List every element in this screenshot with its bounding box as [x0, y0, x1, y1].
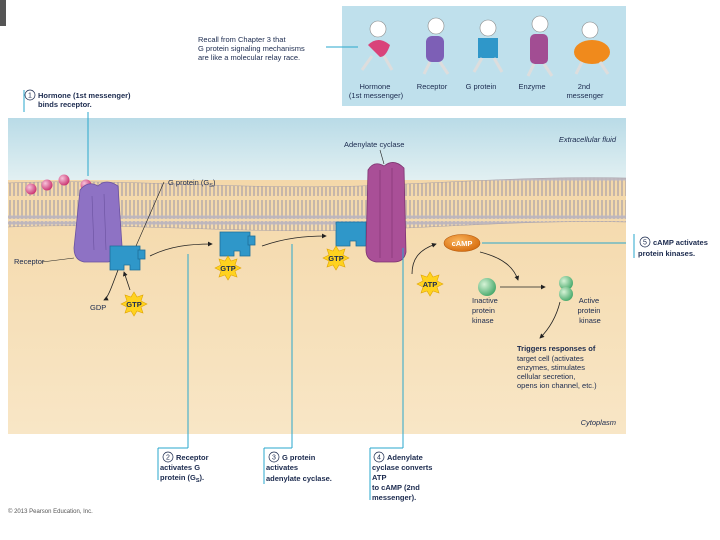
step-1-callout: 1 Hormone (1st messenger)binds receptor. [23, 89, 131, 112]
active-kinase-label: Active protein kinase [577, 296, 602, 325]
svg-text:ATP: ATP [423, 280, 437, 289]
g-protein-1 [109, 245, 146, 271]
runner-label-second-messenger: 2nd messenger [566, 82, 604, 100]
camp-to-kinase-arrow [479, 251, 520, 281]
runner-label-enzyme: Enzyme [518, 82, 545, 91]
gdp-release-arrow [103, 269, 119, 301]
g-protein-move-arrow-1 [149, 241, 213, 257]
corner-marker [0, 0, 6, 26]
svg-text:cAMP: cAMP [452, 239, 473, 248]
g-protein-2 [219, 231, 256, 257]
svg-text:2: 2 [166, 455, 170, 462]
gtp-burst-1: GTP [120, 291, 148, 317]
runner-receptor [422, 17, 450, 75]
copyright-text: © 2013 Pearson Education, Inc. [8, 508, 93, 515]
active-protein-kinase [559, 276, 573, 301]
g-protein-label: G protein (GS) [168, 178, 216, 189]
camp-molecule: cAMP [443, 234, 481, 252]
svg-text:Hormone (1st messenger)binds r: Hormone (1st messenger)binds receptor. [38, 91, 131, 109]
target-cell-responses: Triggers responses of target cell (activ… [517, 344, 597, 390]
gdp-label: GDP [90, 303, 106, 312]
g-protein-label-leader [135, 181, 165, 247]
svg-text:Adenylate cyclase conver: Adenylate cyclase converts ATP to cAMP (… [372, 453, 435, 502]
gtp-bind-arrow [122, 271, 131, 291]
adenylate-cyclase-label: Adenylate cyclase [344, 140, 404, 149]
runner-label-receptor: Receptor [417, 82, 448, 91]
svg-text:3: 3 [272, 455, 276, 462]
svg-text:5: 5 [643, 240, 647, 247]
extracellular-fluid-label: Extracellular fluid [559, 135, 617, 144]
cytoplasm-label: Cytoplasm [581, 418, 616, 427]
svg-text:GTP: GTP [126, 300, 141, 309]
svg-text:4: 4 [377, 455, 381, 462]
g-protein-move-arrow-2 [261, 233, 327, 247]
adenylate-cyclase [365, 162, 407, 263]
svg-text:GTP: GTP [328, 254, 343, 263]
g-protein-3 [335, 221, 367, 247]
runner-hormone [360, 20, 394, 71]
relay-race-panel: Hormone (1st messenger) Receptor G prote… [342, 6, 626, 106]
relay-note: Recall from Chapter 3 that G protein sig… [198, 35, 307, 62]
svg-text:GTP: GTP [220, 264, 235, 273]
svg-text:Receptor activates G: Receptor activates G protein (GS). [160, 453, 211, 484]
receptor-label: Receptor [14, 257, 45, 266]
gtp-burst-3: GTP [322, 245, 350, 271]
step-2-callout: 2 Receptor activates G protein (GS). [157, 447, 211, 484]
inactive-protein-kinase [478, 278, 496, 296]
runner-label-g-protein: G protein [466, 82, 497, 91]
inactive-kinase-label: Inactive protein kinase [472, 296, 500, 325]
extracellular-region [8, 118, 626, 180]
gtp-burst-2: GTP [214, 255, 242, 281]
runner-label-hormone: Hormone (1st messenger) [349, 82, 404, 100]
kinase-response-arrow [539, 301, 561, 339]
svg-text:1: 1 [28, 93, 32, 100]
svg-text:G protein activates: G protein activates adenylate cyclase. [266, 453, 332, 483]
runner-second-messenger [574, 21, 610, 75]
runner-enzyme [526, 15, 554, 77]
runner-g-protein [472, 19, 504, 73]
atp-burst: ATP [416, 271, 444, 297]
receptor-label-leader [41, 257, 75, 263]
atp-to-camp-arrow [411, 242, 437, 275]
step-3-callout: 3 G protein activates adenylate cyclase. [263, 447, 332, 484]
step-4-callout: 4 Adenylate cyclase converts ATP to cAMP… [369, 447, 435, 502]
adenylate-cyclase-label-leader [379, 149, 385, 165]
